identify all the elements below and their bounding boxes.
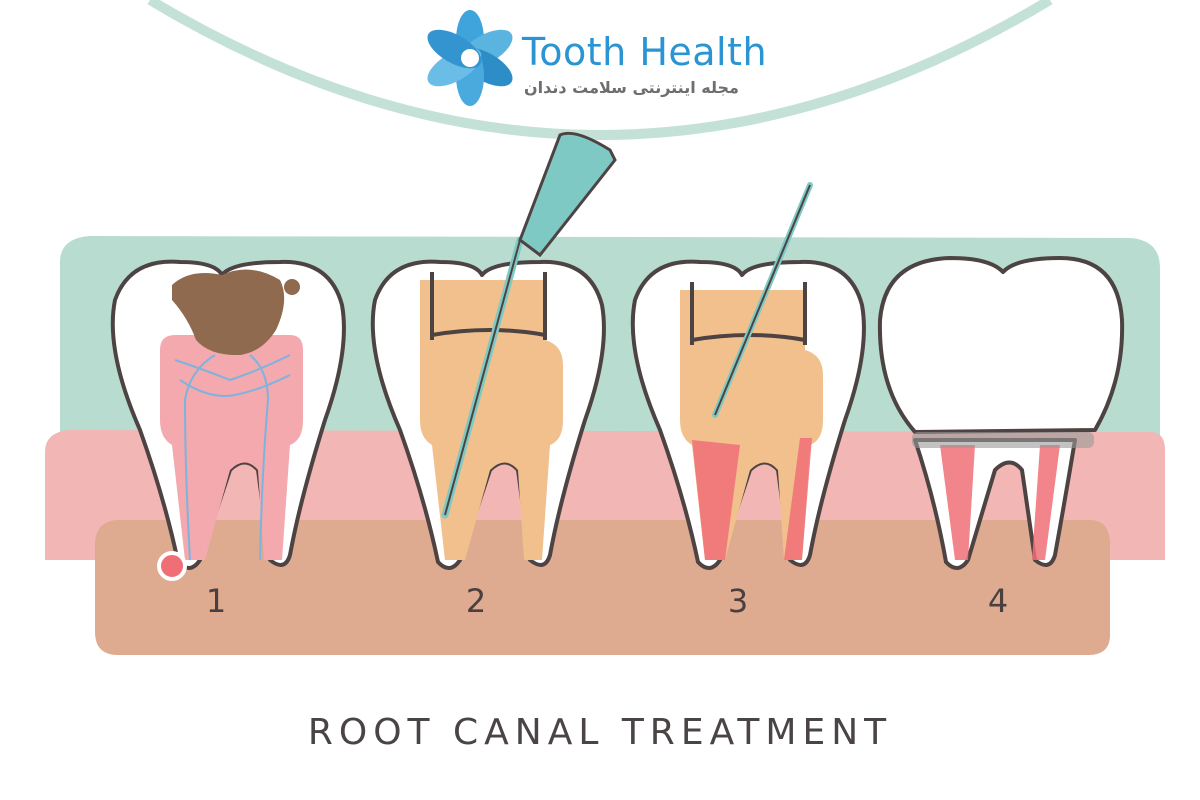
brand-header: Tooth Health مجله اینترنتی سلامت دندان: [420, 8, 800, 108]
step-number-2: 2: [465, 582, 487, 620]
tooth-2-cleaning: [370, 131, 617, 570]
tooth-4-canal-right: [1032, 445, 1060, 560]
tooth-3-canal-right: [784, 438, 812, 560]
tooth-4-crown-shadow: [912, 432, 1094, 448]
flower-logo-icon: [427, 10, 513, 106]
header-arc: [147, 0, 1053, 140]
tooth-1-infected: [110, 259, 346, 581]
brand-name: Tooth Health: [522, 30, 768, 74]
tooth-4-canal-left: [940, 445, 975, 560]
step-number-1: 1: [205, 582, 227, 620]
tooth-3-canal-left: [692, 440, 740, 560]
tooth-2-filling: [420, 280, 563, 560]
tooth-4-crown: [877, 256, 1125, 434]
brand-subtitle: مجله اینترنتی سلامت دندان: [524, 78, 739, 97]
tooth-1-nerves: [174, 354, 291, 561]
tooth-1-decay: [172, 269, 285, 356]
step-number-3: 3: [727, 582, 749, 620]
tooth-4-crowned: [877, 256, 1125, 570]
step-number-4: 4: [987, 582, 1009, 620]
diagram-caption: ROOT CANAL TREATMENT: [307, 712, 893, 753]
tooth-3-filling: [630, 182, 866, 570]
tooth-1-abscess: [157, 551, 187, 581]
tooth-1-decay-spot: [284, 279, 300, 295]
jaw-bone: [95, 520, 1110, 655]
tooth-2-file-handle: [518, 131, 617, 258]
